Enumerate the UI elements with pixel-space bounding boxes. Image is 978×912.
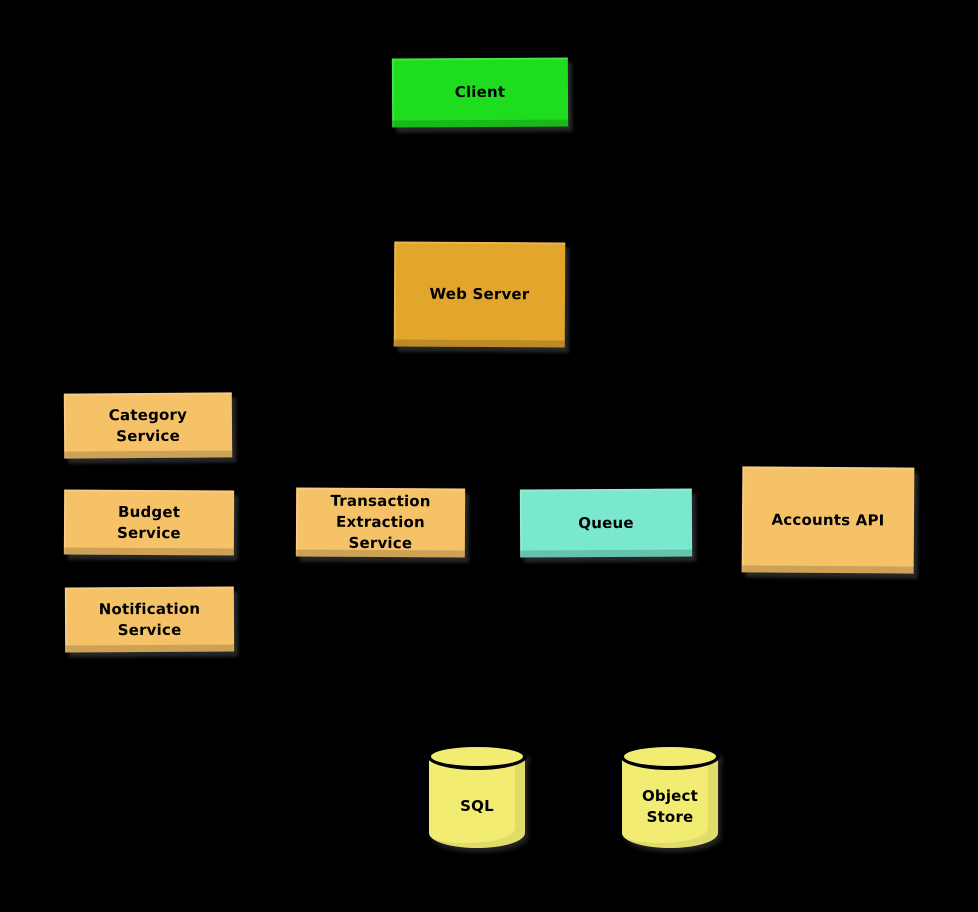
node-sql-database: SQL	[427, 743, 527, 848]
node-queue: Queue	[519, 488, 693, 558]
node-accounts-api: Accounts API	[741, 466, 915, 574]
node-transaction-extraction-service: Transaction Extraction Service	[295, 487, 466, 558]
node-transaction-extraction-service-label: Transaction Extraction Service	[330, 491, 431, 553]
database-cylinder-top	[427, 743, 527, 770]
node-queue-label: Queue	[578, 513, 634, 532]
node-object-store: Object Store	[620, 743, 720, 848]
node-notification-service-label: Notification Service	[98, 599, 201, 639]
node-web-server: Web Server	[393, 241, 566, 348]
database-cylinder-body	[622, 756, 718, 848]
node-object-store-label: Object Store	[641, 786, 699, 826]
node-budget-service-label: Budget Service	[117, 502, 181, 542]
node-notification-service: Notification Service	[64, 586, 235, 653]
database-cylinder-body	[429, 756, 525, 848]
node-category-service-label: Category Service	[108, 405, 188, 445]
node-accounts-api-label: Accounts API	[771, 510, 885, 529]
node-client-label: Client	[454, 82, 506, 102]
node-sql-label: SQL	[460, 797, 494, 815]
node-budget-service: Budget Service	[63, 489, 235, 556]
node-client: Client	[391, 57, 569, 128]
node-category-service: Category Service	[63, 392, 233, 459]
database-cylinder-top	[620, 743, 720, 770]
node-web-server-label: Web Server	[429, 284, 530, 304]
